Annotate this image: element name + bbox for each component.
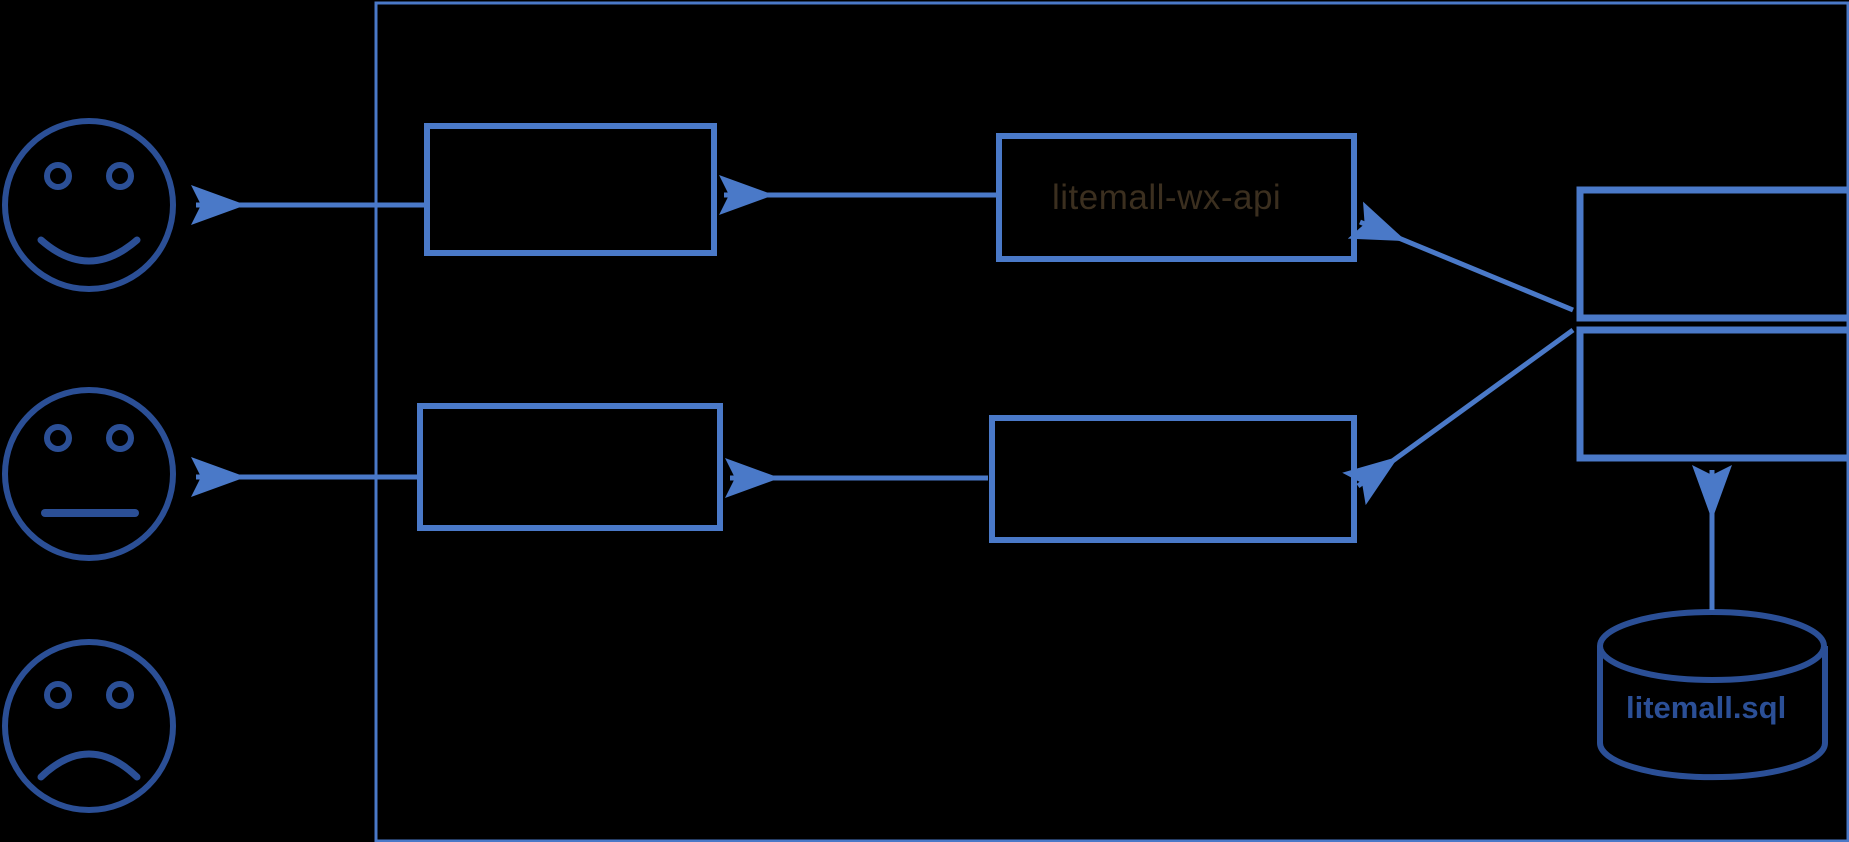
node-db-service-bottom[interactable] [1576, 326, 1849, 462]
smiley-happy-icon [2, 118, 176, 292]
node-service-bottom[interactable] [989, 415, 1357, 543]
node-litemall-wx-api[interactable] [996, 133, 1357, 262]
node-frontend-bottom[interactable] [417, 403, 723, 531]
database-cylinder-icon[interactable] [1597, 609, 1828, 781]
smiley-sad-icon [2, 639, 176, 813]
edge-dbservice-to-service [1342, 327, 1575, 506]
node-db-service-top[interactable] [1576, 186, 1849, 322]
node-frontend-top[interactable] [424, 123, 717, 256]
edge-dbservice-to-api [1347, 201, 1574, 313]
system-boundary [374, 1, 1849, 842]
smiley-neutral-icon [2, 387, 176, 561]
